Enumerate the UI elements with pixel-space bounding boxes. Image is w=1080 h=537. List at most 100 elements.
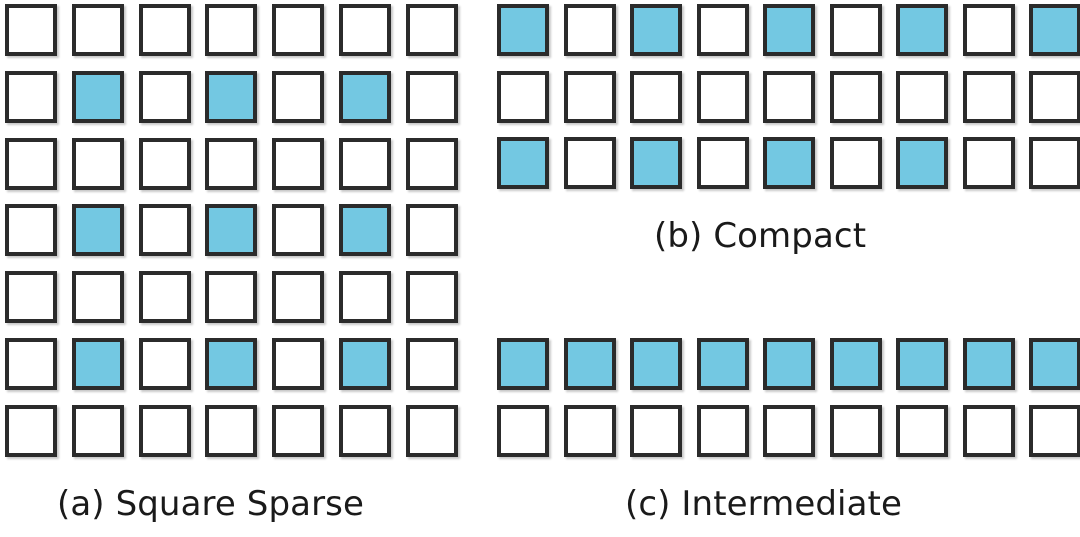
panel-label-square-sparse: (a) Square Sparse [57,484,364,524]
cell-empty [896,70,948,123]
cell-empty [563,4,616,56]
cell-empty [338,271,391,324]
cell-empty [497,70,549,123]
cell-filled [497,338,549,390]
cell-empty [205,4,258,56]
cell-empty [5,204,57,257]
cell-empty [5,404,57,457]
cell-empty [71,271,124,324]
cell-empty [338,4,391,56]
cell-empty [405,4,458,56]
cell-empty [962,70,1015,123]
cell-empty [138,137,191,190]
cell-empty [563,70,616,123]
cell-empty [497,404,549,457]
cell-empty [5,70,57,123]
cell-empty [5,137,57,190]
cell-empty [829,404,882,457]
cell-filled [763,4,815,56]
grid-square-sparse [5,4,473,472]
cell-empty [563,137,616,189]
cell-empty [405,70,458,123]
cell-filled [563,338,616,390]
cell-empty [205,137,258,190]
cell-empty [763,70,815,123]
cell-empty [696,404,749,457]
cell-empty [1029,404,1080,457]
cell-empty [71,4,124,56]
cell-filled [338,70,391,123]
cell-filled [630,137,682,189]
cell-empty [696,137,749,189]
cell-empty [405,137,458,190]
cell-empty [338,137,391,190]
cell-empty [405,337,458,390]
cell-filled [338,204,391,257]
cell-empty [272,271,325,324]
cell-empty [71,137,124,190]
cell-empty [272,4,325,56]
cell-empty [962,404,1015,457]
cell-filled [71,70,124,123]
cell-empty [405,204,458,257]
cell-empty [138,404,191,457]
cell-empty [272,70,325,123]
cell-filled [763,338,815,390]
cell-empty [405,404,458,457]
cell-empty [696,70,749,123]
cell-empty [138,70,191,123]
cell-empty [829,70,882,123]
cell-empty [338,404,391,457]
cell-empty [272,404,325,457]
cell-filled [763,137,815,189]
grid-intermediate [497,338,1080,471]
cell-filled [630,338,682,390]
cell-empty [896,404,948,457]
cell-filled [896,338,948,390]
cell-filled [630,4,682,56]
cell-empty [138,271,191,324]
cell-filled [205,204,258,257]
grid-compact [497,4,1080,204]
cell-filled [338,337,391,390]
cell-empty [138,4,191,56]
cell-empty [5,337,57,390]
cell-empty [138,337,191,390]
cell-filled [1029,338,1080,390]
cell-filled [497,4,549,56]
cell-empty [962,137,1015,189]
cell-filled [71,204,124,257]
cell-filled [205,70,258,123]
cell-filled [896,137,948,189]
cell-empty [5,4,57,56]
cell-empty [205,404,258,457]
cell-filled [829,338,882,390]
cell-filled [71,337,124,390]
cell-empty [405,271,458,324]
cell-empty [1029,137,1080,189]
panel-label-intermediate: (c) Intermediate [625,484,902,524]
cell-filled [497,137,549,189]
cell-empty [763,404,815,457]
cell-filled [896,4,948,56]
cell-empty [5,271,57,324]
cell-filled [205,337,258,390]
cell-empty [829,4,882,56]
cell-empty [272,137,325,190]
cell-empty [829,137,882,189]
cell-filled [696,338,749,390]
cell-empty [696,4,749,56]
cell-filled [1029,4,1080,56]
cell-empty [138,204,191,257]
cell-filled [962,338,1015,390]
cell-empty [205,271,258,324]
cell-empty [630,404,682,457]
cell-empty [71,404,124,457]
cell-empty [1029,70,1080,123]
panel-label-compact: (b) Compact [654,216,867,256]
cell-empty [563,404,616,457]
cell-empty [630,70,682,123]
cell-empty [272,204,325,257]
cell-empty [272,337,325,390]
